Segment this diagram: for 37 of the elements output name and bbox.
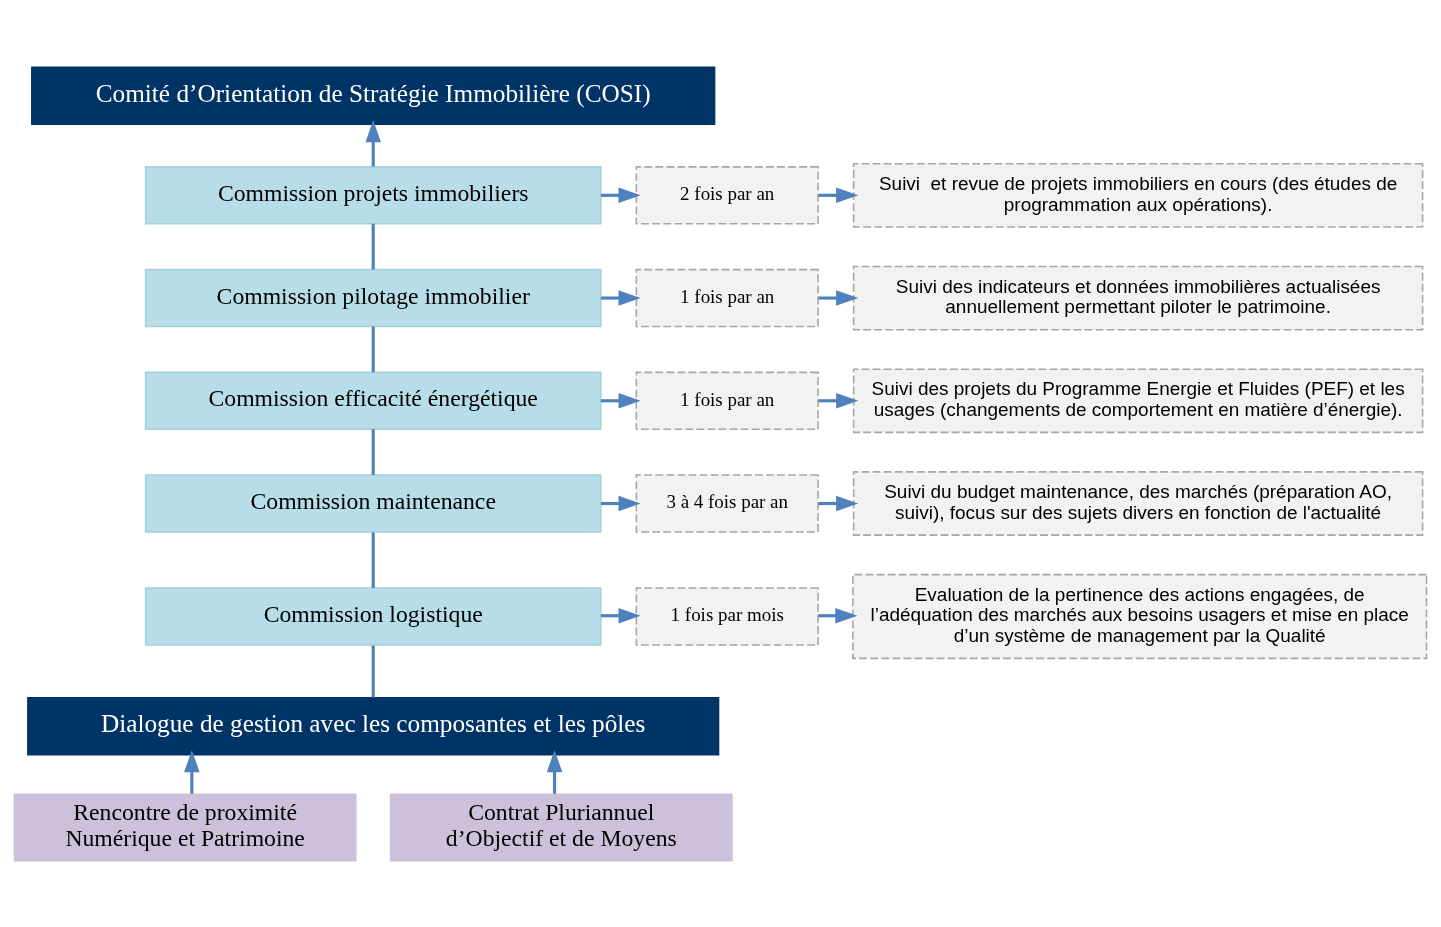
node-box: Commission pilotage immobilier	[144, 268, 602, 327]
connector	[371, 531, 375, 588]
node-box: Commission logistique	[144, 586, 602, 646]
node-box: 1 fois par an	[635, 268, 819, 327]
arrow	[546, 749, 563, 794]
node-box: Rencontre de proximité Numérique et Patrimoine	[13, 793, 357, 861]
node-box: 1 fois par mois	[635, 586, 819, 646]
node-box: 2 fois par an	[635, 165, 819, 225]
connector	[371, 223, 375, 269]
node-box: 1 fois par an	[635, 371, 819, 430]
node-box: Commission projets immobiliers	[144, 165, 602, 225]
node-box: 3 à 4 fois par an	[635, 473, 819, 533]
arrow	[184, 749, 200, 794]
arrow	[600, 495, 641, 511]
arrow	[600, 607, 641, 623]
arrow	[365, 119, 381, 167]
node-box: Suivi des indicateurs et données immobilières actualisées annuellement permettant piloter le patrimoine.	[852, 265, 1424, 330]
arrow	[818, 392, 859, 409]
arrow	[600, 289, 641, 306]
connector	[371, 326, 375, 372]
connector	[371, 645, 375, 697]
node-box: Suivi du budget maintenance, des marchés (préparation AO, suivi), focus sur des sujets divers en fonction de l'actualité	[852, 470, 1424, 536]
node-box: Dialogue de gestion avec les composantes et les pôles	[27, 696, 720, 756]
node-box: Comité d’Orientation de Stratégie Immobilière (COSI)	[31, 66, 716, 125]
arrow	[600, 392, 641, 409]
arrow	[818, 187, 859, 203]
arrow	[818, 607, 858, 623]
node-box: Suivi et revue de projets immobiliers en cours (des études de programmation aux opérations).	[852, 162, 1424, 228]
arrow	[818, 289, 859, 306]
node-box: Contrat Pluriannuel d’Objectif et de Moyens	[389, 793, 733, 861]
node-box: Suivi des projets du Programme Energie et Fluides (PEF) et les usages (changements de comportement en matière d’énergie).	[852, 367, 1424, 433]
connector	[371, 428, 375, 475]
arrow	[818, 495, 859, 511]
arrow	[600, 187, 641, 203]
node-box: Commission maintenance	[144, 473, 602, 533]
node-box: Evaluation de la pertinence des actions engagées, de l’adéquation des marchés aux besoins usagers et mise en place d’un système de management par la Qualité	[852, 573, 1428, 659]
node-box: Commission efficacité énergétique	[144, 371, 602, 430]
